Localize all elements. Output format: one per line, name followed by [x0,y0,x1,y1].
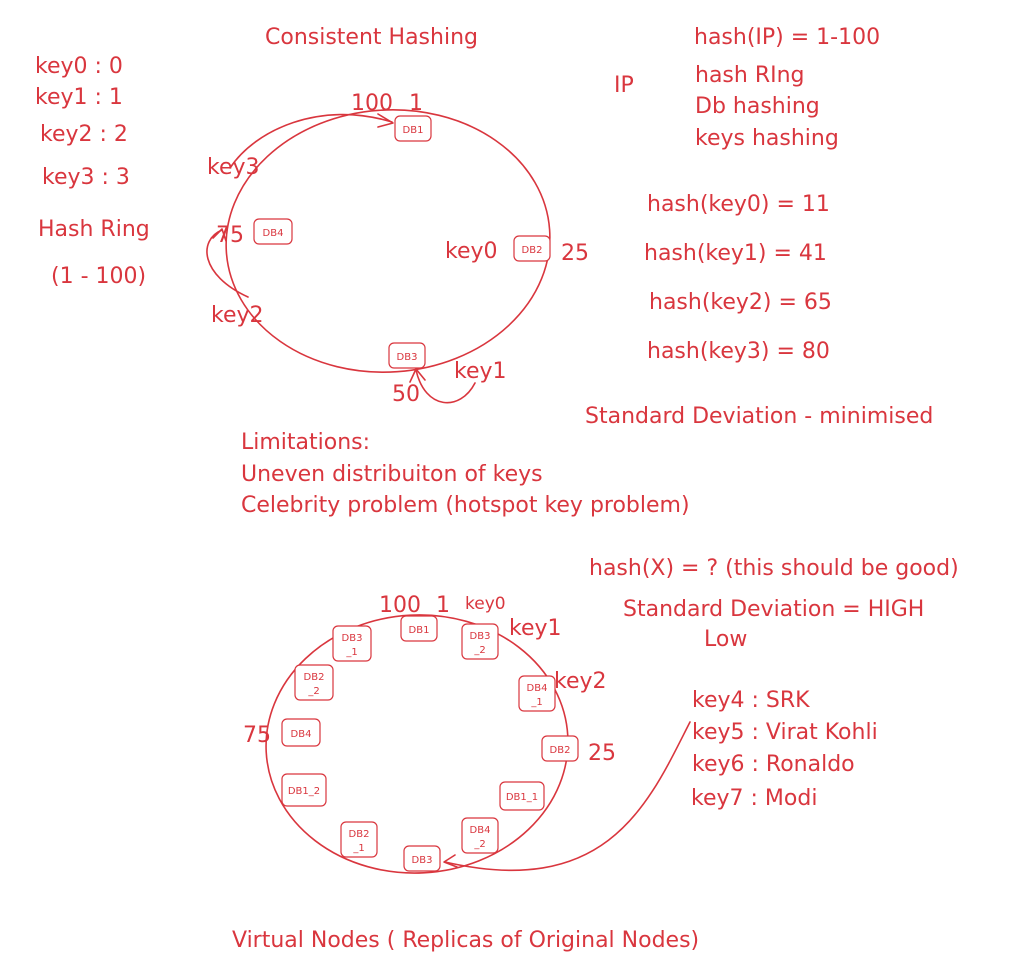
ring-2-marker-75: 75 [243,723,271,748]
ring-1-marker-100: 100 [351,91,393,116]
ring-2-node-db4-2: DB4 _2 [461,817,499,854]
ring-2-node-db2: DB2 [541,735,579,762]
svg-text:DB2: DB2 [304,672,325,683]
celebrity-keys: key4 : SRK key5 : Virat Kohli key6 : Ron… [691,688,878,811]
limitations-heading: Limitations: [241,430,370,455]
ring-2-node-db3-1: DB3 _1 [332,625,372,662]
hashing-note: hash RIng [695,63,805,88]
ring-2-key0: key0 [465,594,506,614]
svg-text:DB3: DB3 [412,855,433,866]
hashing-notes: hash RIng Db hashing keys hashing [695,63,839,151]
svg-text:DB1: DB1 [403,125,424,136]
ring-2-marker-25: 25 [588,741,616,766]
ring-1-marker-75: 75 [216,223,244,248]
ring-1-key3: key3 [207,155,260,180]
svg-text:_1: _1 [345,647,357,658]
svg-text:_2: _2 [473,839,485,850]
hash-ring-label: Hash Ring [38,217,150,242]
diagram-title: Consistent Hashing [265,25,478,50]
ring-2-node-db1-1: DB1_1 [499,781,545,811]
limitation-item: Uneven distribuiton of keys [241,462,543,487]
ring-2-node-db3-2: DB3 _2 [461,623,499,660]
std-dev-high: Standard Deviation = HIGH [623,597,924,622]
ring-2-node-db4: DB4 [281,718,321,747]
svg-text:DB1_1: DB1_1 [506,792,538,803]
hash-x-formula: hash(X) = ? (this should be good) [589,556,959,581]
ring-1-node-db1: DB1 [394,115,432,142]
limitation-item: Celebrity problem (hotspot key problem) [241,493,690,518]
ring-1-key1: key1 [454,359,507,384]
ring-2-node-db4-1: DB4 _1 [518,675,556,712]
ring-2-node-db1: DB1 [400,615,438,642]
svg-text:DB4: DB4 [263,228,284,239]
limitations-block: Limitations: Uneven distribuiton of keys… [241,430,690,518]
svg-text:DB4: DB4 [291,729,312,740]
svg-text:DB3: DB3 [470,631,491,642]
ring-1-marker-1: 1 [409,91,423,116]
svg-text:DB3: DB3 [397,352,418,363]
ring-1-circle [225,109,551,373]
svg-text:DB2: DB2 [550,745,571,756]
key-hash-item: hash(key2) = 65 [649,290,832,315]
key-mapping-list: key0 : 0 key1 : 1 key2 : 2 key3 : 3 [35,54,130,190]
ring-2-arrow [444,721,691,872]
key-mapping-item: key2 : 2 [40,122,128,147]
hash-ring-2: DB1 DB3 _2 DB4 _1 DB2 DB1_1 DB4 _2 DB3 [243,593,691,874]
std-dev-low: Low [704,627,747,652]
ring-2-node-db2-1: DB2 _1 [340,821,378,858]
virtual-nodes-caption: Virtual Nodes ( Replicas of Original Nod… [232,928,699,953]
svg-text:_1: _1 [530,697,542,708]
ring-1-node-db4: DB4 [253,218,293,245]
key-mapping-item: key1 : 1 [35,85,123,110]
svg-text:DB4: DB4 [527,683,548,694]
svg-text:DB4: DB4 [470,825,491,836]
hash-ip-formula: hash(IP) = 1-100 [694,25,880,50]
hashing-note: keys hashing [695,126,839,151]
celebrity-key-item: key4 : SRK [692,688,810,713]
std-dev-minimised: Standard Deviation - minimised [585,404,933,429]
celebrity-key-item: key7 : Modi [691,786,817,811]
key-hash-item: hash(key1) = 41 [644,241,827,266]
ring-1-node-db2: DB2 [513,235,551,262]
hashing-note: Db hashing [695,94,820,119]
ring-2-key2: key2 [554,669,607,694]
hash-ring-range: (1 - 100) [51,264,146,289]
ring-1-key0: key0 [445,239,498,264]
ring-2-marker-100: 100 [379,593,421,618]
ring-1-arrow-top-head [377,113,394,128]
svg-text:_2: _2 [307,686,319,697]
svg-text:_1: _1 [352,843,364,854]
ring-2-node-db2-2: DB2 _2 [294,664,334,701]
svg-text:DB3: DB3 [342,633,363,644]
key-mapping-item: key0 : 0 [35,54,123,79]
ring-2-node-db3: DB3 [403,845,441,872]
svg-text:DB2: DB2 [349,829,370,840]
ring-1-node-db3: DB3 [388,342,426,369]
ring-2-arrow-head [443,854,458,868]
ring-1-arrow-top [229,113,393,169]
key-hash-item: hash(key0) = 11 [647,192,830,217]
key-mapping-item: key3 : 3 [42,165,130,190]
ring-1-marker-25: 25 [561,241,589,266]
ring-1-arrow-bottom [415,369,476,404]
ring-1-marker-50: 50 [392,382,420,407]
svg-text:DB1: DB1 [409,625,430,636]
ring-1-arrow-left-head [212,228,227,242]
ring-1-arrow-bottom-head [409,368,426,383]
ring-2-key1: key1 [509,616,562,641]
svg-text:_2: _2 [473,645,485,656]
ring-2-marker-1: 1 [436,593,450,618]
celebrity-key-item: key5 : Virat Kohli [692,720,878,745]
svg-text:DB2: DB2 [522,245,543,256]
hash-ring-1: DB1 DB2 DB3 DB4 100 1 25 50 75 key0 key1… [206,91,589,407]
ip-label: IP [614,73,634,98]
svg-text:DB1_2: DB1_2 [288,786,320,797]
ring-2-node-db1-2: DB1_2 [281,773,327,807]
ring-1-key2: key2 [211,303,264,328]
celebrity-key-item: key6 : Ronaldo [692,752,855,777]
ring-1-arrow-left [206,229,249,298]
key-hashes: hash(key0) = 11 hash(key1) = 41 hash(key… [644,192,832,364]
key-hash-item: hash(key3) = 80 [647,339,830,364]
